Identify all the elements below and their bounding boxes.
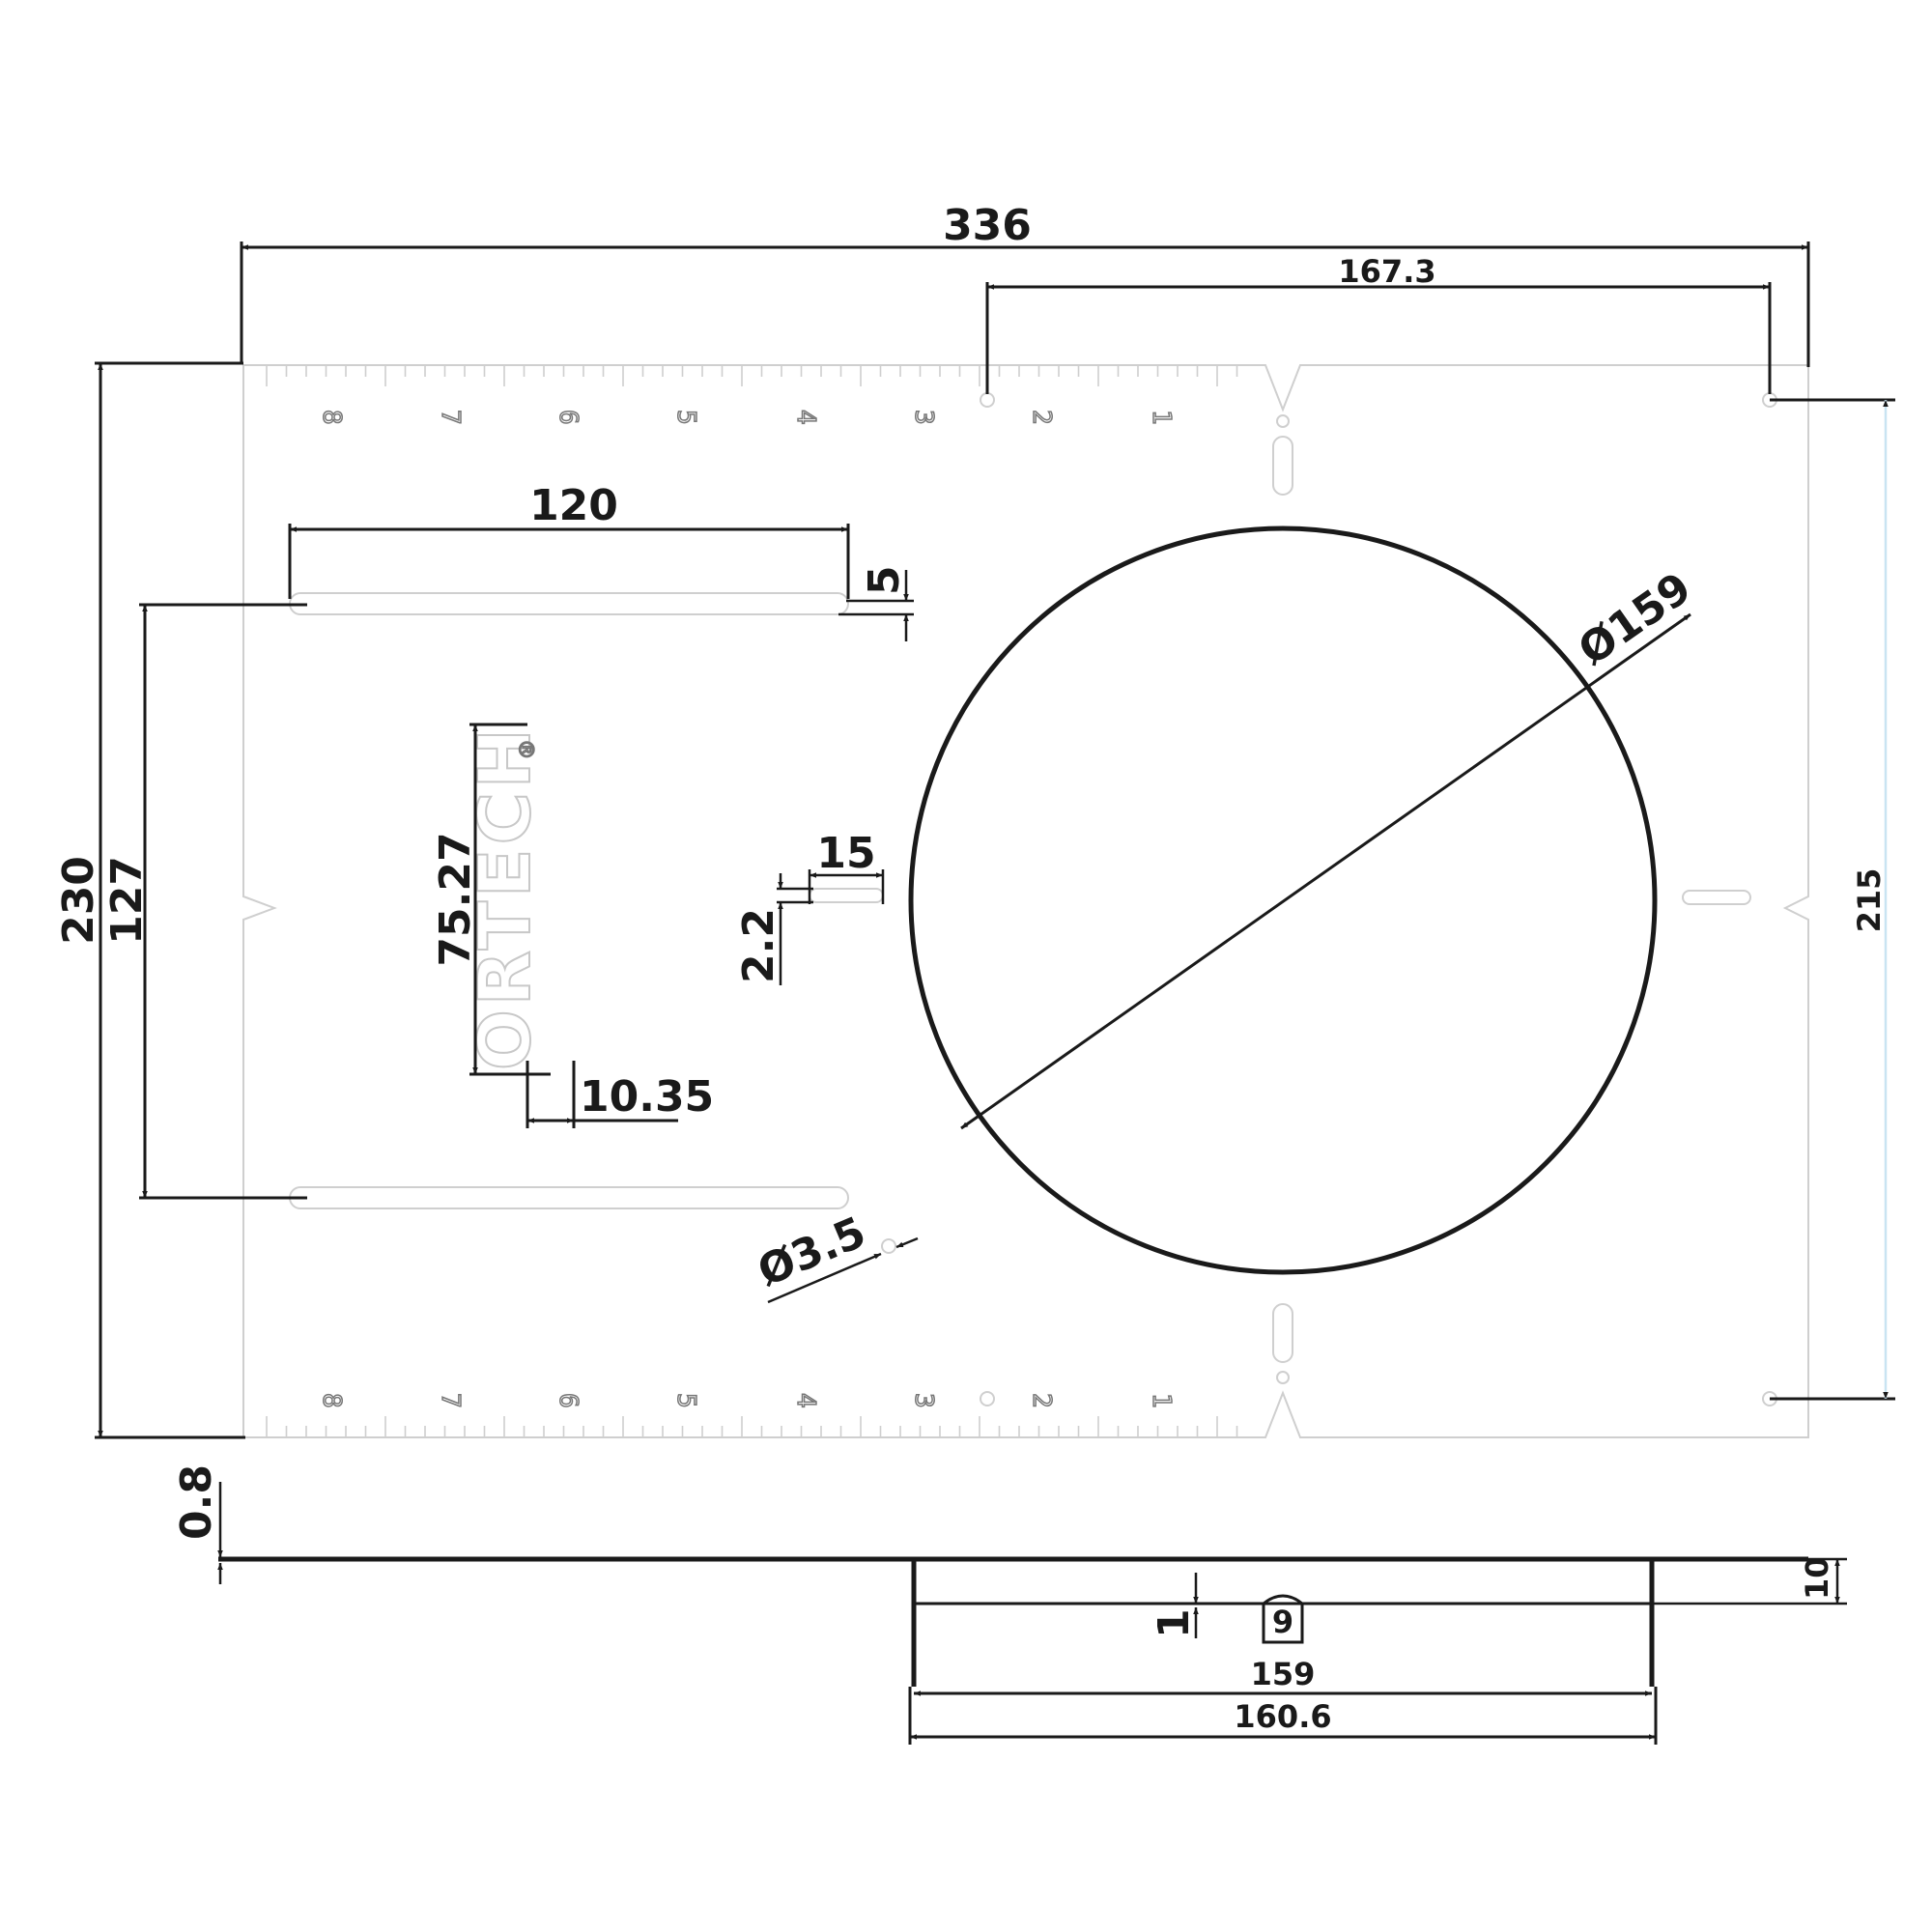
slot-vertical-bottom xyxy=(1272,1303,1293,1363)
scale-number: 5 xyxy=(671,1393,700,1408)
plate-outline xyxy=(242,364,1809,1438)
dim-hole-offset: 167.3 xyxy=(985,253,1772,394)
dim-small-slot-length: 15 xyxy=(808,829,885,904)
dim-label: 10 xyxy=(1799,1556,1835,1600)
scale-number: 4 xyxy=(791,1393,820,1408)
scale-number: 1 xyxy=(1147,1393,1176,1408)
dim-slot-spacing: 127 xyxy=(102,603,307,1200)
scale-number: 8 xyxy=(317,1393,346,1408)
slot-bottom xyxy=(289,1186,849,1209)
slot-horizontal-right xyxy=(1682,890,1751,905)
dim-label: 215 xyxy=(1851,868,1888,933)
bottom-scale-ticks xyxy=(266,1416,1238,1437)
dim-label: 159 xyxy=(1251,1656,1316,1692)
dim-label: 75.27 xyxy=(431,832,480,966)
scale-number: 7 xyxy=(436,410,465,425)
hole xyxy=(980,1391,995,1406)
scale-number: 2 xyxy=(1027,410,1056,425)
logo-registered-mark: ® xyxy=(511,742,540,757)
scale-number: 5 xyxy=(671,410,700,425)
dim-label: 120 xyxy=(529,481,618,530)
dim-rib-height: 1 xyxy=(1150,1573,1199,1638)
slot-top xyxy=(289,592,849,615)
dim-logo-height: 75.27 xyxy=(431,723,551,1076)
scale-number: 7 xyxy=(436,1393,465,1408)
dim-circle-diameter: Ø159 xyxy=(1570,563,1700,675)
hole xyxy=(881,1238,896,1254)
tab xyxy=(1262,1594,1304,1644)
dim-label: 15 xyxy=(816,829,875,878)
dim-label: 160.6 xyxy=(1234,1698,1331,1735)
dim-overall-width: 336 xyxy=(240,201,1810,367)
scale-number: 8 xyxy=(317,410,346,425)
mounting-holes xyxy=(881,392,1777,1406)
dim-hole-diameter: Ø3.5 xyxy=(751,1208,919,1304)
dim-label: 1 xyxy=(1150,1608,1199,1638)
dim-slot-width: 5 xyxy=(838,565,914,641)
scale-number: 2 xyxy=(1027,1393,1056,1408)
hole xyxy=(1276,414,1290,428)
diameter-line xyxy=(960,612,1691,1130)
dim-outer-diameter: 160.6 xyxy=(908,1687,1658,1745)
dim-inner-diameter: 159 xyxy=(914,1656,1652,1696)
dim-label: 2.2 xyxy=(734,908,783,983)
dim-hole-spacing-vertical: 215 xyxy=(1770,398,1895,1401)
top-scale-ticks xyxy=(266,365,1238,386)
dim-slot-length: 120 xyxy=(288,481,850,599)
dim-label: 230 xyxy=(54,856,103,945)
scale-number: 6 xyxy=(554,1393,582,1408)
scale-number: 4 xyxy=(791,410,820,425)
dim-small-slot-width: 2.2 xyxy=(734,873,813,985)
dim-label: 9 xyxy=(1272,1604,1293,1640)
dim-label: 336 xyxy=(943,201,1032,250)
dim-flange-height: 10 xyxy=(1652,1556,1847,1605)
slot-vertical-top xyxy=(1272,436,1293,496)
hole xyxy=(980,392,995,408)
dim-label: 5 xyxy=(860,565,909,595)
dim-logo-width: 10.35 xyxy=(526,1061,714,1128)
slot-small xyxy=(809,888,884,903)
dim-label: 167.3 xyxy=(1338,253,1435,290)
hole xyxy=(1276,1371,1290,1384)
scale-number: 1 xyxy=(1147,410,1176,425)
dim-plate-thickness: 0.8 xyxy=(172,1464,223,1584)
bottom-scale-numbers: 8 7 6 5 4 3 2 1 xyxy=(316,1392,1177,1408)
scale-number: 3 xyxy=(909,1393,938,1408)
dim-label: 10.35 xyxy=(580,1072,714,1122)
scale-number: 3 xyxy=(909,410,938,425)
dim-label: Ø159 xyxy=(1570,563,1700,675)
side-view xyxy=(218,1556,1808,1687)
top-scale-numbers: 8 7 6 5 4 3 2 1 xyxy=(316,409,1177,425)
dim-tab-width: 9 xyxy=(1272,1604,1293,1640)
dim-label: 0.8 xyxy=(172,1464,221,1540)
dim-overall-height: 230 xyxy=(54,361,245,1439)
dim-label: 127 xyxy=(102,856,152,945)
speaker-cutout xyxy=(908,526,1691,1275)
scale-number: 6 xyxy=(554,410,582,425)
